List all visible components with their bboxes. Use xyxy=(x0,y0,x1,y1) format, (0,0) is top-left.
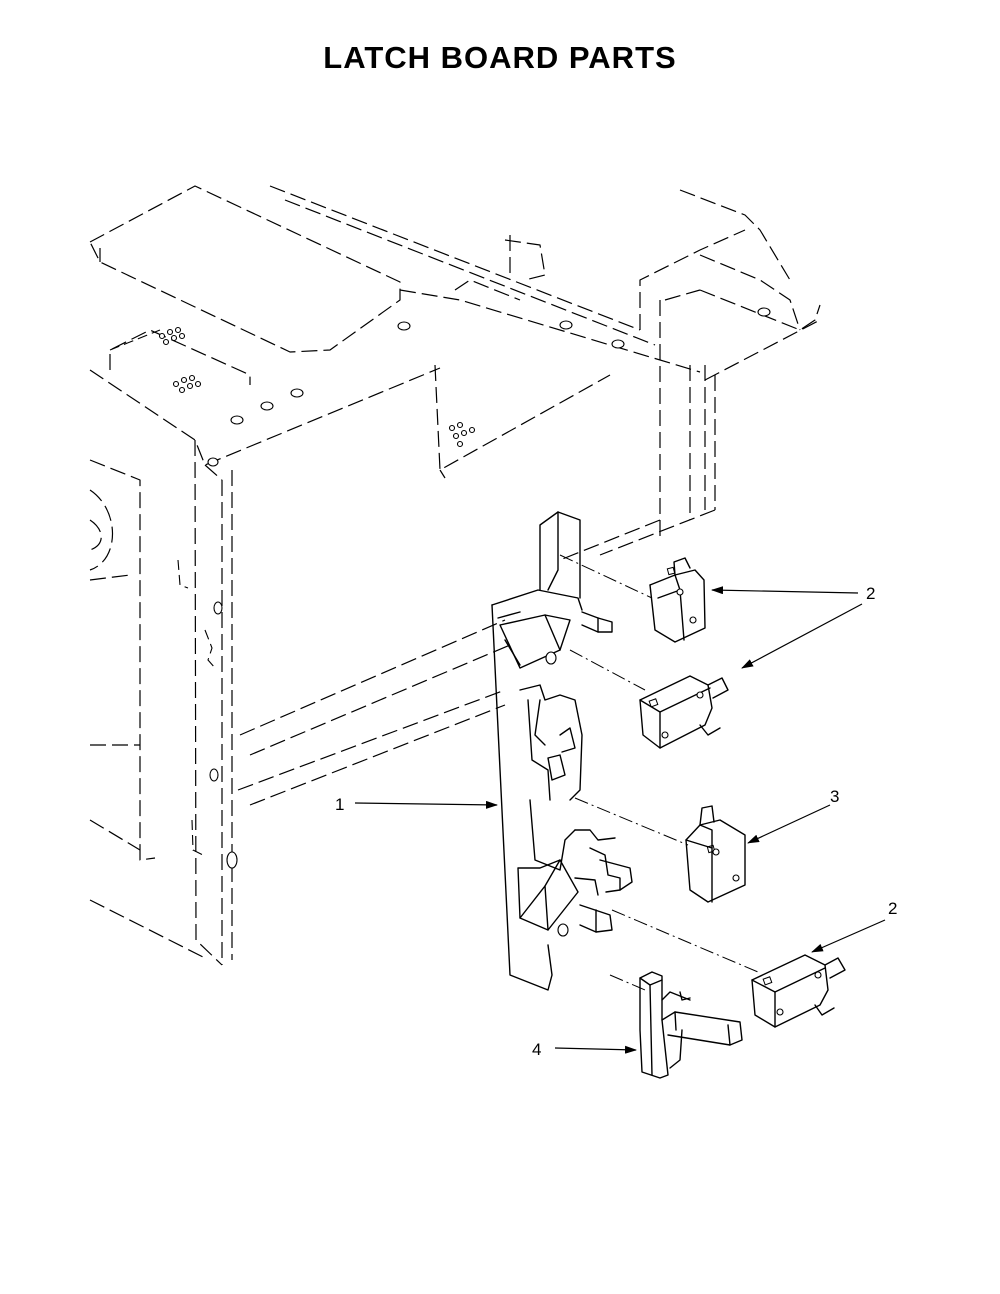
callout-2-bottom: 2 xyxy=(888,899,897,918)
callout-labels: 2 3 2 1 4 xyxy=(335,584,897,1059)
vent-dots-upper xyxy=(109,326,186,351)
callout-4: 4 xyxy=(532,1040,541,1059)
cabinet-ghost-holes xyxy=(109,307,771,869)
micro-switch-part-3 xyxy=(685,805,746,903)
assembly-phantom-lines xyxy=(559,554,759,991)
latch-board-part-1 xyxy=(491,511,633,991)
micro-switch-part-2-middle xyxy=(639,675,729,749)
lever-part-4 xyxy=(639,971,743,1079)
callout-1: 1 xyxy=(335,795,344,814)
micro-switch-part-2-top xyxy=(649,557,706,643)
callout-3: 3 xyxy=(830,787,839,806)
vent-dots-mid xyxy=(448,421,476,448)
vent-dots-lower xyxy=(172,374,202,394)
page-title: LATCH BOARD PARTS xyxy=(323,40,677,75)
callout-2-top: 2 xyxy=(866,584,875,603)
leader-lines xyxy=(354,586,886,1054)
micro-switch-part-2-bottom xyxy=(751,954,846,1028)
cabinet-ghost-outline xyxy=(89,185,821,966)
